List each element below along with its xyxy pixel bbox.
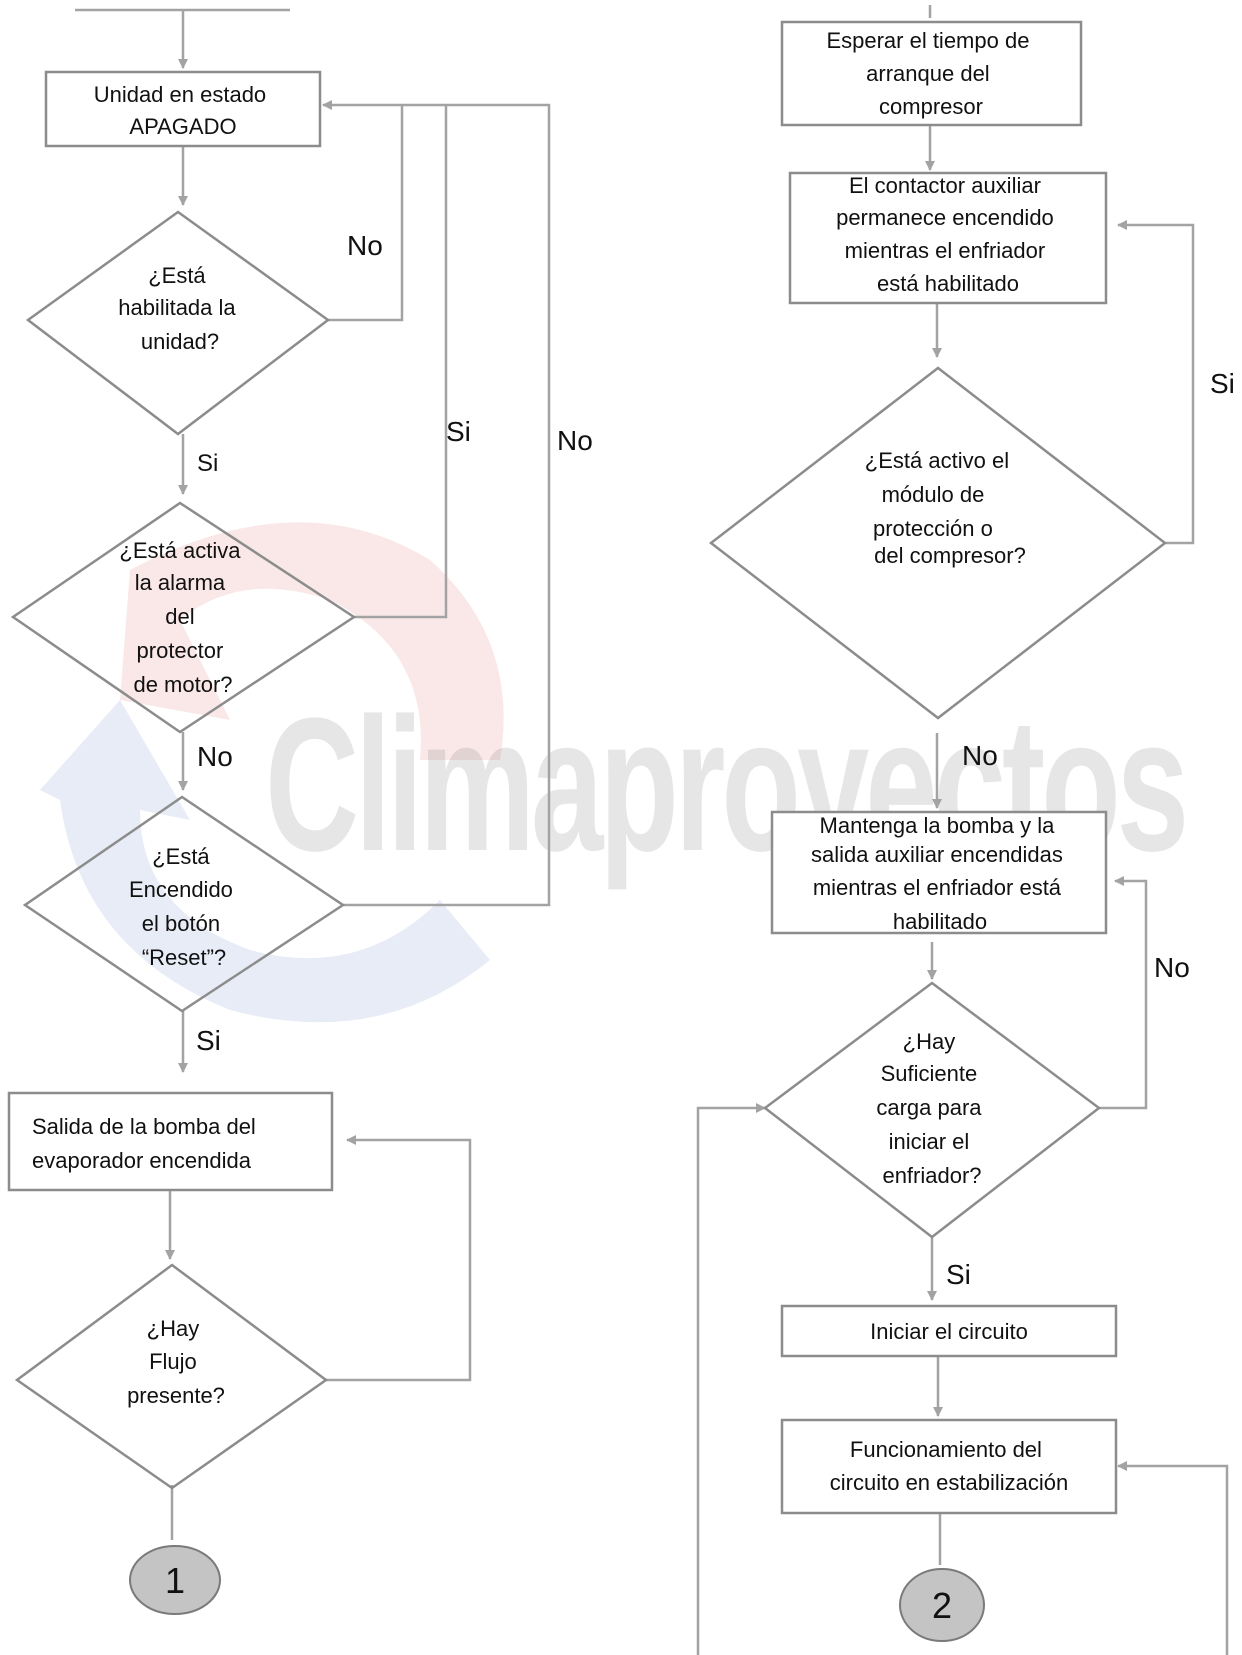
- node-text-line: unidad?: [141, 329, 219, 354]
- node-text-line: ¿Hay: [147, 1316, 200, 1341]
- node-text-line: protección o: [873, 516, 993, 541]
- process-unidad-apagado: Unidad en estado APAGADO: [44, 70, 322, 148]
- process-funcionamiento: Funcionamiento del circuito en estabiliz…: [780, 1418, 1118, 1515]
- svg-text:Salida de la bomba del e: Salida de la bomba del evaporador encend…: [32, 1114, 262, 1173]
- node-text-line: protector: [137, 638, 224, 663]
- flow-lines: [75, 5, 1229, 1655]
- node-text-line: Esperar el tiempo de: [826, 28, 1029, 53]
- svg-text:Mantenga la bomba y la s: Mantenga la bomba y la salida auxiliar e…: [811, 813, 1069, 934]
- decision-alarma: ¿Está activa la alarma del protector de …: [10, 501, 357, 734]
- node-text-line: Iniciar el circuito: [870, 1319, 1028, 1344]
- node-text-line: carga para: [876, 1095, 982, 1120]
- node-text-line: Suficiente: [881, 1061, 978, 1086]
- process-esperar: Esperar el tiempo de arranque del compre…: [780, 20, 1083, 127]
- edge-label-habilitada-si: Si: [197, 450, 218, 477]
- node-text-line: ¿Está activa: [119, 538, 241, 563]
- edge-label-modulo-no: No: [962, 740, 998, 771]
- node-text-line: Flujo: [149, 1349, 197, 1374]
- node-text-line: está habilitado: [877, 271, 1019, 296]
- edge-label-reset-no: No: [557, 425, 593, 456]
- process-iniciar: Iniciar el circuito: [780, 1304, 1118, 1358]
- node-text-line: Salida de la bomba del: [32, 1114, 256, 1139]
- node-text-line: mientras el enfriador está: [813, 875, 1062, 900]
- svg-text:Iniciar el circuito: Iniciar el circuito: [870, 1319, 1028, 1344]
- node-text-line: del: [165, 604, 194, 629]
- edge-label-carga-si: Si: [946, 1259, 971, 1290]
- edge-label-carga-no: No: [1154, 952, 1190, 983]
- node-text-line: enfriador?: [882, 1163, 981, 1188]
- node-text-line: evaporador encendida: [32, 1148, 252, 1173]
- node-text-line: Funcionamiento del: [850, 1437, 1042, 1462]
- watermark-swoosh-blue: [40, 700, 490, 1023]
- connector-2-label: 2: [932, 1585, 952, 1626]
- node-text-line: compresor: [879, 94, 983, 119]
- node-text-line: APAGADO: [129, 114, 236, 139]
- node-text-line: permanece encendido: [836, 205, 1054, 230]
- svg-text:¿Hay Flujo present: ¿Hay Flujo presente?: [127, 1316, 225, 1408]
- svg-text:¿Está habilitada la: ¿Está habilitada la unidad?: [118, 263, 242, 354]
- node-text-line: el botón: [142, 911, 220, 936]
- svg-text:Unidad en estado APAGADO: Unidad en estado APAGADO: [94, 82, 273, 139]
- edge-label-alarma-si: Si: [446, 416, 471, 447]
- connector-1: 1: [129, 1545, 221, 1615]
- node-text-line: arranque del: [866, 61, 990, 86]
- node-text-line: ¿Está activo el: [865, 448, 1009, 473]
- svg-text:¿Hay Suficiente ca: ¿Hay Suficiente carga para iniciar el en…: [876, 1029, 987, 1188]
- node-text-line: ¿Está: [148, 263, 206, 288]
- decision-habilitada: ¿Está habilitada la unidad?: [25, 210, 331, 436]
- node-text-line: ¿Hay: [903, 1029, 956, 1054]
- watermark-swoosh-red: [120, 522, 504, 760]
- svg-text:Funcionamiento del circu: Funcionamiento del circuito en estabiliz…: [830, 1437, 1068, 1495]
- decision-reset: ¿Está Encendido el botón “Reset”?: [22, 795, 346, 1013]
- svg-text:¿Está activo el módulo d: ¿Está activo el módulo de protección o d…: [865, 448, 1026, 568]
- node-text-line: de motor?: [133, 672, 232, 697]
- edge-label-habilitada-no: No: [347, 230, 383, 261]
- decision-flujo: ¿Hay Flujo presente?: [14, 1263, 329, 1490]
- node-text-line: ¿Está: [152, 844, 210, 869]
- node-text-line: habilitada la: [118, 295, 236, 320]
- edge-labels: No Si Si No No Si Si No No Si: [196, 230, 1235, 1290]
- node-text-line: presente?: [127, 1383, 225, 1408]
- svg-text:¿Está Encendido el: ¿Está Encendido el botón “Reset”?: [129, 844, 239, 970]
- connector-1-label: 1: [165, 1560, 185, 1601]
- node-text-line: circuito en estabilización: [830, 1470, 1068, 1495]
- svg-text:Esperar el tiempo de arr: Esperar el tiempo de arranque del compre…: [826, 28, 1035, 119]
- node-text-line: habilitado: [893, 909, 987, 934]
- node-text-line: módulo de: [882, 482, 985, 507]
- decision-carga: ¿Hay Suficiente carga para iniciar el en…: [762, 981, 1102, 1239]
- node-text-line: Encendido: [129, 877, 233, 902]
- edge-label-modulo-si: Si: [1210, 368, 1235, 399]
- node-text-line: iniciar el: [889, 1129, 970, 1154]
- process-bomba: Salida de la bomba del evaporador encend…: [7, 1091, 334, 1192]
- connector-2: 2: [899, 1568, 985, 1642]
- node-text-line: la alarma: [135, 570, 226, 595]
- node-text-line: Unidad en estado: [94, 82, 266, 107]
- node-text-line: Mantenga la bomba y la: [820, 813, 1056, 838]
- node-text-line: “Reset”?: [142, 945, 226, 970]
- process-mantenga: Mantenga la bomba y la salida auxiliar e…: [770, 810, 1108, 935]
- decision-modulo: ¿Está activo el módulo de protección o d…: [708, 366, 1168, 720]
- node-text-line: salida auxiliar encendidas: [811, 842, 1063, 867]
- node-text-line: mientras el enfriador: [845, 238, 1046, 263]
- edge-label-alarma-no: No: [197, 741, 233, 772]
- edge-label-reset-si: Si: [196, 1025, 221, 1056]
- svg-text:¿Está activa la alarma: ¿Está activa la alarma del protector de …: [119, 538, 246, 697]
- node-text-line: del compresor?: [874, 543, 1026, 568]
- svg-text:El contactor auxiliar pe: El contactor auxiliar permanece encendid…: [836, 173, 1060, 296]
- node-text-line: El contactor auxiliar: [849, 173, 1041, 198]
- process-contactor: El contactor auxiliar permanece encendid…: [788, 171, 1108, 305]
